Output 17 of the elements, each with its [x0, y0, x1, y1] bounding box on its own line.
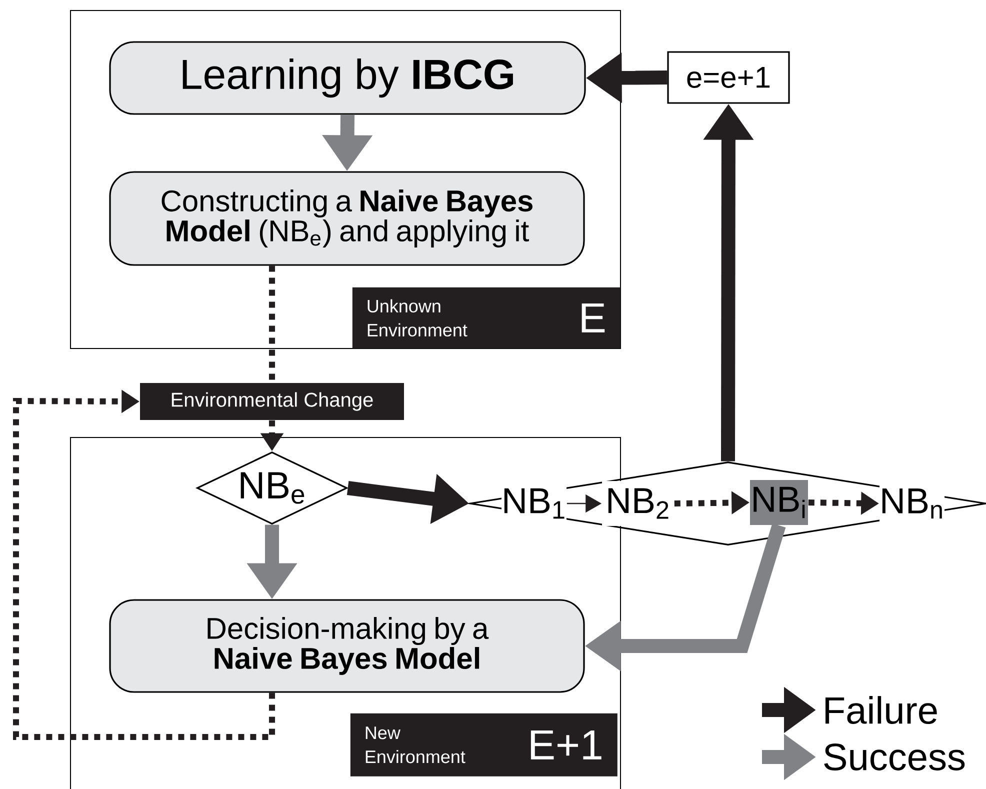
legend-text: Success: [824, 744, 965, 770]
model-label: NB$_{2}$: [602, 481, 674, 526]
node-label: E: [582, 303, 605, 332]
legend-text: Failure: [826, 696, 937, 724]
process-box: Decision-making by a Naive Bayes Model: [109, 599, 585, 693]
dotted-arrow: [13, 390, 275, 740]
environment-tag: Unknown Environment E: [352, 287, 620, 348]
environment-tag: New Environment E+1: [350, 713, 618, 776]
event-label: Environmental Change: [140, 383, 404, 420]
process-box: Learning by IBCG: [109, 41, 586, 115]
process-box: Constructing a Naive Bayes Model (NB$_{e}$) and applying it: [109, 171, 585, 266]
model-label: NB$_{1}$: [502, 481, 567, 526]
model-label: NB$_{n}$: [880, 481, 945, 526]
node-label: Unknown Environment: [368, 299, 468, 337]
counter-box: e=e+1: [667, 51, 790, 104]
model-label: NB$_{i}$: [750, 480, 808, 525]
dotted-line: [269, 266, 275, 383]
